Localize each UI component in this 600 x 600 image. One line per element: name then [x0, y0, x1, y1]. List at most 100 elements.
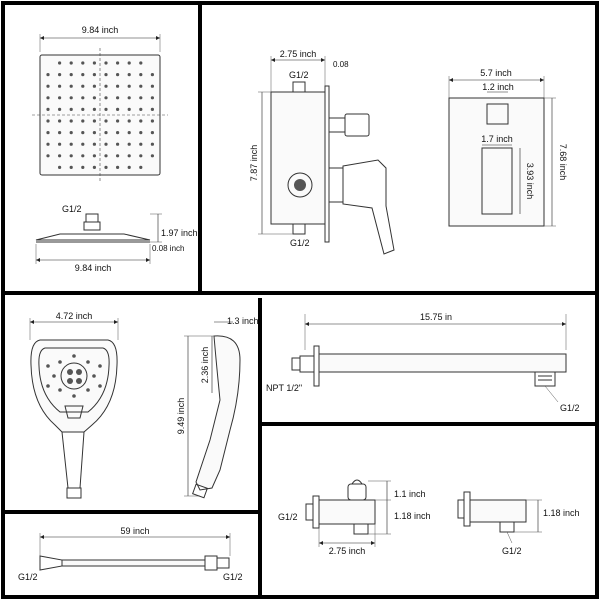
nozzle-dot — [69, 142, 73, 146]
nozzle-dot — [139, 142, 143, 146]
trim-plate-face — [448, 97, 545, 227]
nozzle-dot — [92, 165, 96, 169]
nozzle-dot — [58, 84, 62, 88]
nozzle-dot — [127, 73, 131, 77]
hand-nozzle-dot — [86, 360, 90, 364]
holder-depth-label: 2.75 inch — [329, 546, 366, 556]
nozzle-dot — [139, 61, 143, 65]
rain-thread-label: G1/2 — [62, 204, 82, 214]
rain-thickness-label: 0.08 inch — [152, 244, 184, 253]
nozzle-dot — [46, 119, 50, 123]
nozzle-dot — [116, 61, 120, 65]
arm-pipe — [318, 353, 567, 373]
hand-nozzle-dot — [52, 374, 56, 378]
nozzle-dot — [139, 84, 143, 88]
holder-bottom-label: 1.18 inch — [394, 511, 431, 521]
nozzle-dot — [150, 119, 154, 123]
hand-nozzle-dot — [58, 388, 62, 392]
nozzle-dot — [92, 131, 96, 135]
nozzle-dot — [104, 73, 108, 77]
hose-tube — [61, 559, 206, 567]
nozzle-dot — [127, 165, 131, 169]
valve-height-label: 7.87 inch — [249, 145, 259, 182]
nozzle-dot — [92, 96, 96, 100]
holder-top-label: 1.1 inch — [394, 489, 426, 499]
nozzle-dot — [127, 154, 131, 158]
nozzle-dot — [69, 84, 73, 88]
hand-shower-icon: 4.72 inch 1.3 inch 2.36 inch 9.49 inch — [29, 311, 259, 499]
nozzle-dot — [104, 154, 108, 158]
nozzle-dot — [81, 84, 85, 88]
hose-length-label: 59 inch — [120, 526, 149, 536]
nozzle-dot — [139, 131, 143, 135]
nozzle-dot — [69, 165, 73, 169]
elbow-height-label: 1.18 inch — [543, 508, 580, 518]
trim-width-label: 5.7 inch — [480, 68, 512, 78]
nozzle-dot — [139, 96, 143, 100]
hand-nozzle-dot — [72, 354, 76, 358]
nozzle-dot — [58, 119, 62, 123]
hand-nozzles — [46, 354, 102, 398]
nozzle-dot — [69, 119, 73, 123]
rain-shower-head-icon: 9.84 inch G1/2 1.97 inch 0.08 inch 9.84 … — [32, 25, 198, 273]
nozzle-dot — [116, 154, 120, 158]
nozzle-dot — [150, 96, 154, 100]
nozzle-dot — [81, 96, 85, 100]
nozzle-dot — [127, 84, 131, 88]
nozzle-dot — [58, 107, 62, 111]
nozzle-dot — [104, 131, 108, 135]
holder-body — [318, 499, 376, 525]
hand-nozzle-dot — [46, 384, 50, 388]
nozzle-dot — [104, 61, 108, 65]
nozzle-dot — [81, 61, 85, 65]
nozzle-dot — [92, 142, 96, 146]
valve-bottom-thread-label: G1/2 — [290, 238, 310, 248]
nozzle-dot — [81, 142, 85, 146]
nozzle-dot — [92, 154, 96, 158]
nozzle-dot — [81, 154, 85, 158]
trim-knob-label: 1.2 inch — [482, 82, 514, 92]
elbow-body — [469, 499, 527, 523]
nozzle-dot — [116, 84, 120, 88]
nozzle-dot — [81, 165, 85, 169]
nozzle-dot — [81, 73, 85, 77]
nozzle-dot — [150, 154, 154, 158]
nozzle-dot — [92, 84, 96, 88]
valve-body — [270, 91, 326, 225]
nozzle-dot — [58, 142, 62, 146]
nozzle-dot — [116, 96, 120, 100]
nozzle-dot — [81, 131, 85, 135]
nozzle-dot — [139, 107, 143, 111]
nozzle-dot — [81, 107, 85, 111]
nozzle-dot — [127, 107, 131, 111]
nozzle-dot — [139, 165, 143, 169]
nozzle-dot — [69, 73, 73, 77]
nozzle-dot — [127, 142, 131, 146]
nozzle-dot — [69, 61, 73, 65]
nozzle-dot — [46, 84, 50, 88]
trim-slot-label: 1.7 inch — [481, 134, 513, 144]
nozzle-dot — [69, 154, 73, 158]
nozzle-dot — [150, 84, 154, 88]
nozzle-dot — [58, 165, 62, 169]
nozzle-dot — [139, 73, 143, 77]
rain-width-label: 9.84 inch — [82, 25, 119, 35]
hose-right-label: G1/2 — [223, 572, 243, 582]
nozzle-dot — [116, 142, 120, 146]
nozzle-dot — [58, 131, 62, 135]
nozzle-dot — [127, 61, 131, 65]
nozzle-dot — [58, 73, 62, 77]
diverter-valve-icon: 2.75 inch 0.08 G1/2 G1/2 7.87 inch — [249, 49, 395, 255]
elbow-thread-label: G1/2 — [502, 546, 522, 556]
nozzle-dot — [81, 119, 85, 123]
arm-npt-label: NPT 1/2" — [266, 383, 302, 393]
hand-nozzle-dot — [92, 374, 96, 378]
nozzle-dot — [116, 73, 120, 77]
nozzle-dot — [46, 142, 50, 146]
valve-top-thread-label: G1/2 — [289, 70, 309, 80]
trim-plate-icon: 5.7 inch 1.2 inch 1.7 inch 3.93 inch 7.6… — [448, 68, 568, 227]
